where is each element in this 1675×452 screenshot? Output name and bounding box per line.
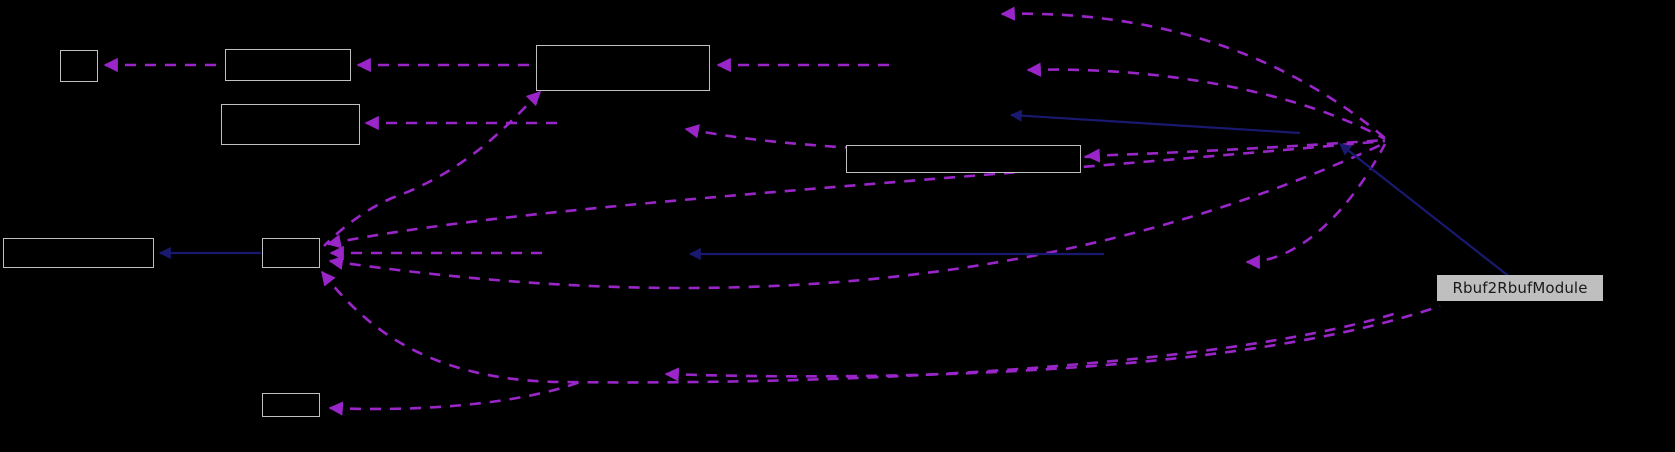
graph-node-rbuf2rbufmodule[interactable]: Rbuf2RbufModule [1437, 275, 1603, 301]
edge-n7-bottom [328, 380, 581, 416]
edge-hub-in-upper [326, 139, 1386, 249]
edge-far-bottom [664, 304, 1441, 382]
graph-node-rbuf2rbufmodule-label: Rbuf2RbufModule [1452, 278, 1588, 297]
graph-node-7[interactable] [262, 393, 320, 417]
graph-node-0[interactable] [60, 50, 98, 82]
edge-inherit-node8 [1339, 143, 1535, 297]
edge-far-up-2 [1026, 62, 1386, 141]
graph-node-2[interactable] [221, 104, 360, 145]
edge-hub-in-bottom [320, 270, 1401, 384]
edge-far-up-1 [1000, 6, 1386, 139]
graph-node-4[interactable] [846, 145, 1081, 173]
graph-node-1[interactable] [225, 49, 351, 81]
graph-node-3[interactable] [536, 45, 710, 91]
edge-inherit-upper [1009, 109, 1301, 135]
graph-node-6[interactable] [262, 238, 320, 268]
edge-n4-to-right [1085, 138, 1386, 163]
edge-group-solid [158, 109, 1535, 297]
graph-node-5[interactable] [3, 238, 154, 268]
edge-group-dashed [103, 6, 1441, 416]
edge-hub-in-low [328, 141, 1386, 290]
edge-n3-down-curve [323, 90, 542, 247]
